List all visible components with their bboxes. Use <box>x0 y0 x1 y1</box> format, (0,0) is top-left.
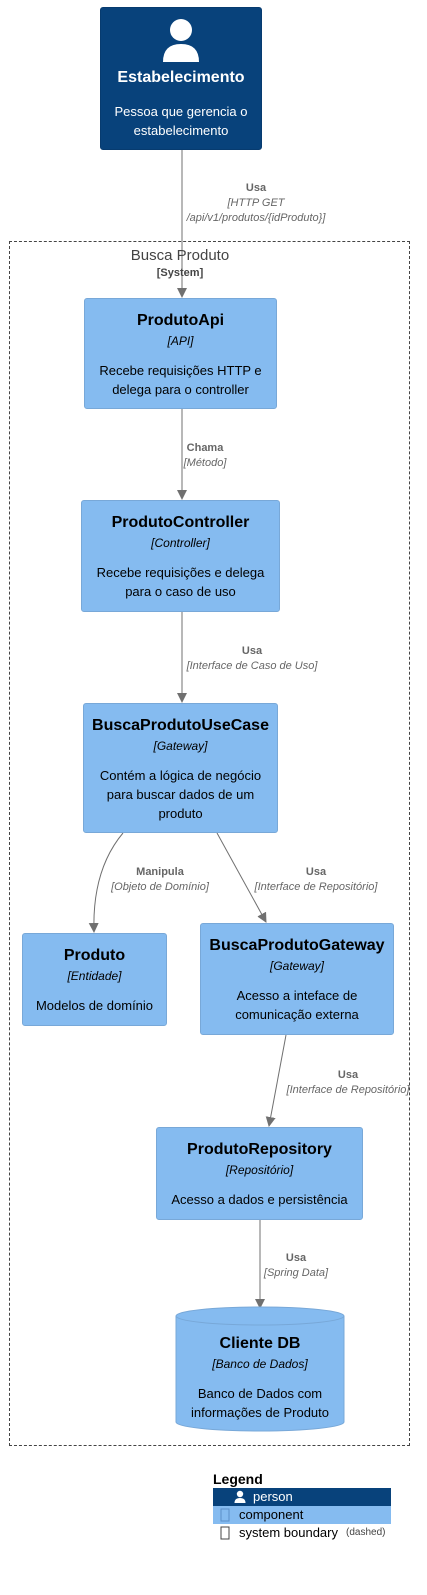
person-title: Estabelecimento <box>117 69 245 86</box>
component-busca-produto-gateway[interactable]: BuscaProdutoGateway [Gateway] Acesso a i… <box>200 923 394 1035</box>
arrow-gateway-to-repository <box>265 1034 287 1127</box>
component-tech: [Gateway] <box>269 959 325 973</box>
component-tech: [API] <box>167 334 194 348</box>
component-produto[interactable]: Produto [Entidade] Modelos de domínio <box>22 933 167 1026</box>
legend-boundary: system boundary (dashed) <box>213 1524 391 1542</box>
arrow-usecase-to-gateway <box>216 832 267 923</box>
database-description: Banco de Dados com informações de Produt… <box>190 1386 330 1420</box>
component-description: Contém a lógica de negócio para buscar d… <box>99 768 262 821</box>
component-tech: [Gateway] <box>153 739 208 753</box>
component-swatch-icon <box>219 1508 233 1522</box>
component-description: Acesso a inteface de comunicação externa <box>235 988 359 1022</box>
arrow-usecase-to-produto <box>88 832 124 933</box>
legend-title: Legend <box>213 1471 263 1487</box>
legend-person: person <box>213 1488 391 1506</box>
component-title: ProdutoController <box>111 514 250 531</box>
rel-label-manipula: Manipula [Objeto de Domínio] <box>111 866 209 893</box>
component-title: ProdutoRepository <box>187 1141 332 1158</box>
legend: Legend person component system boundary … <box>213 1470 391 1542</box>
component-description: Modelos de domínio <box>35 998 154 1013</box>
rel-label-gateway: Usa [Interface de Repositório] <box>254 866 378 893</box>
component-description: Recebe requisições HTTP e delega para o … <box>99 363 262 397</box>
database-title: Cliente DB <box>219 1335 301 1352</box>
component-title: ProdutoApi <box>136 312 225 329</box>
database-tech: [Banco de Dados] <box>212 1357 308 1371</box>
person-description: Pessoa que gerencia o estabelecimento <box>114 104 248 138</box>
component-description: Acesso a dados e persistência <box>171 1192 348 1207</box>
component-produto-controller[interactable]: ProdutoController [Controller] Recebe re… <box>81 500 280 612</box>
person-icon <box>233 1490 247 1504</box>
component-description: Recebe requisições e delega para o caso … <box>96 565 265 599</box>
component-busca-produto-usecase[interactable]: BuscaProdutoUseCase [Gateway] Contém a l… <box>83 703 278 833</box>
legend-component: component <box>213 1506 391 1524</box>
component-produto-api[interactable]: ProdutoApi [API] Recebe requisições HTTP… <box>84 298 277 409</box>
component-tech: [Repositório] <box>225 1163 294 1177</box>
rel-label-chama: Chama [Método] <box>183 442 227 469</box>
database-cliente-db: Cliente DB [Banco de Dados] Banco de Dad… <box>175 1334 345 1422</box>
component-produto-repository[interactable]: ProdutoRepository [Repositório] Acesso a… <box>156 1127 363 1220</box>
system-boundary <box>9 241 410 1446</box>
component-title: BuscaProdutoGateway <box>209 937 385 954</box>
component-title: BuscaProdutoUseCase <box>92 717 269 734</box>
rel-label-springdata: Usa [Spring Data] <box>263 1252 329 1279</box>
boundary-swatch-icon <box>219 1526 233 1540</box>
person-estabelecimento[interactable]: Estabelecimento Pessoa que gerencia o es… <box>100 7 262 150</box>
boundary-title: Busca Produto <box>130 247 230 264</box>
database-cylinder-icon[interactable] <box>175 1306 345 1434</box>
boundary-type: [System] <box>156 267 204 279</box>
rel-label-http: Usa [HTTP GET /api/v1/produtos/{idProdut… <box>186 182 326 224</box>
rel-label-usecase: Usa [Interface de Caso de Uso] <box>186 645 318 672</box>
person-icon <box>163 19 199 62</box>
component-tech: [Controller] <box>151 536 210 550</box>
component-tech: [Entidade] <box>67 969 122 983</box>
rel-label-repository: Usa [Interface de Repositório] <box>286 1069 410 1096</box>
component-title: Produto <box>63 947 126 964</box>
